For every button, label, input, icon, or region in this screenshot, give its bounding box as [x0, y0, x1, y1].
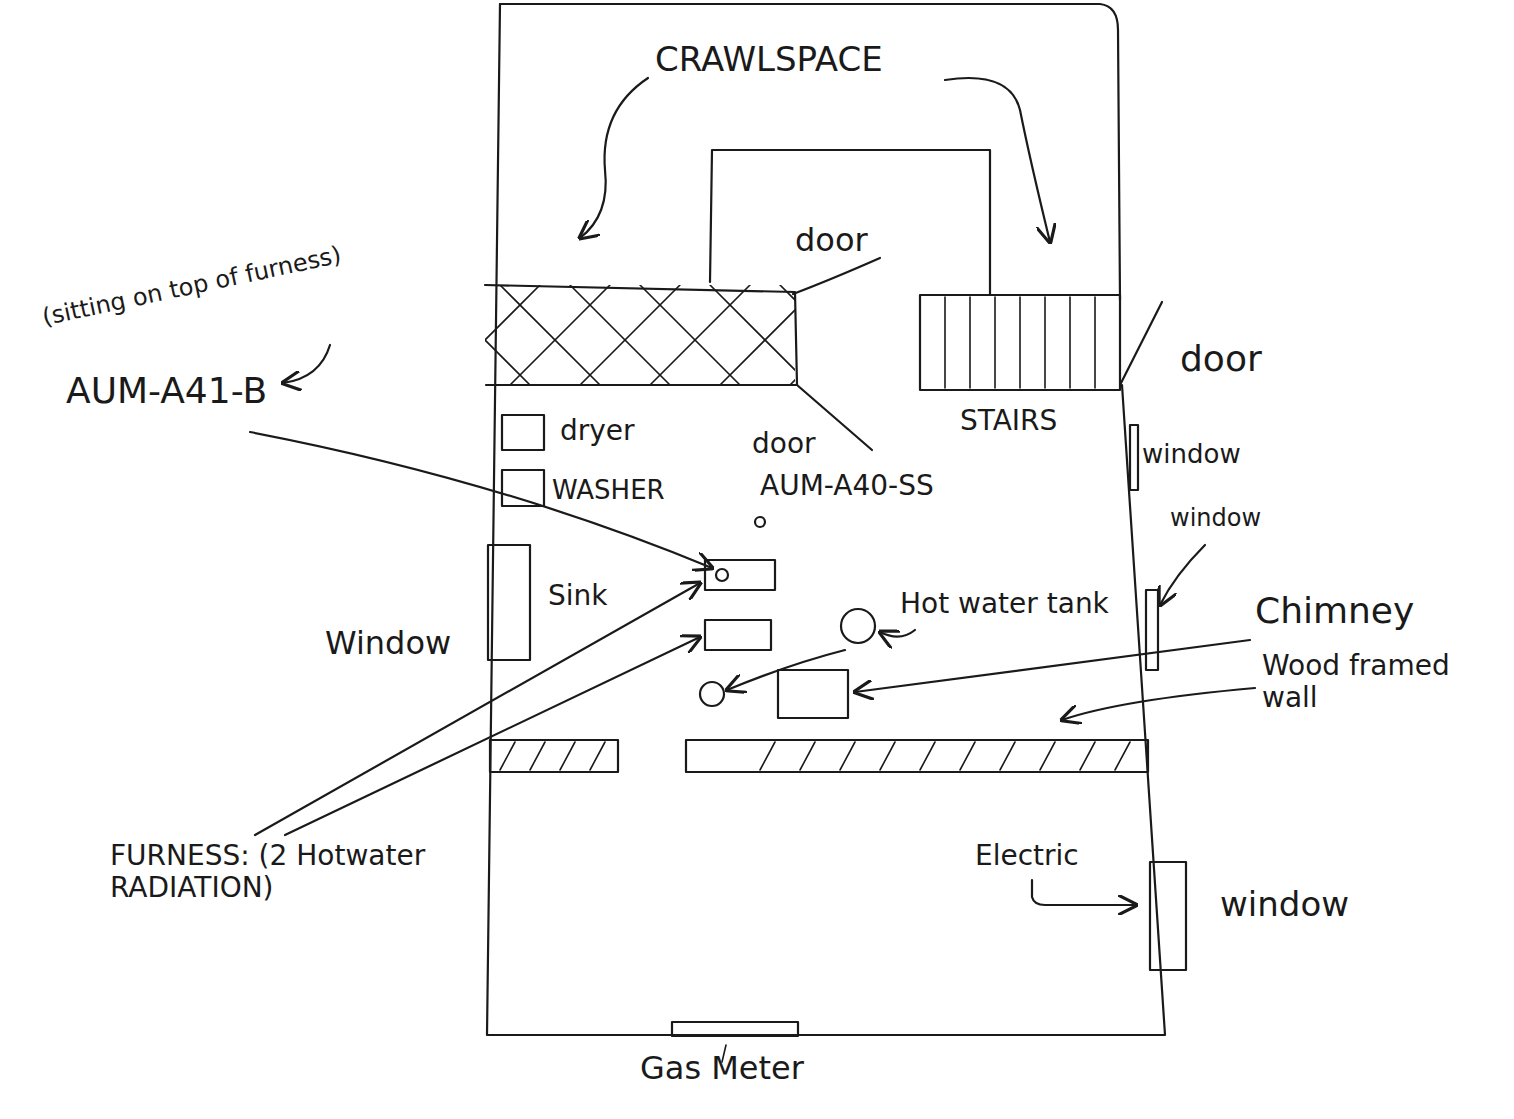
basement-wall	[487, 4, 1165, 1035]
plan-label: window	[1220, 885, 1349, 924]
furnace	[705, 560, 775, 590]
plan-label: Sink	[548, 580, 608, 612]
plan-label: Hot water tank	[900, 588, 1109, 620]
leader-arrow	[945, 78, 1050, 242]
leader-arrow	[285, 637, 700, 835]
leader-arrow	[1032, 880, 1136, 905]
plan-label: door	[752, 428, 816, 460]
plan-label: window	[1170, 505, 1261, 533]
leader-line	[793, 258, 880, 294]
plan-label: window	[1142, 440, 1241, 470]
plan-label: Wood framed wall	[1262, 650, 1482, 714]
window	[1130, 425, 1138, 490]
plan-label: door	[1180, 338, 1262, 379]
window	[1150, 862, 1186, 970]
plan-label: STAIRS	[960, 405, 1057, 437]
wood-framed-wall	[490, 740, 618, 772]
leader-arrow	[1062, 688, 1255, 720]
plan-label: FURNESS: (2 Hotwater RADIATION)	[110, 840, 530, 904]
wall-hatch	[760, 742, 1130, 770]
plan-label: dryer	[560, 415, 635, 447]
plan-label: Chimney	[1255, 590, 1414, 631]
plan-label: Electric	[975, 840, 1079, 872]
dryer	[502, 415, 544, 450]
crawlspace-inner-wall	[710, 150, 990, 295]
hot-water-tank	[841, 609, 875, 643]
tank	[700, 682, 724, 706]
hatched-area	[485, 285, 797, 385]
wall-hatch	[500, 742, 605, 770]
leader-arrow	[1160, 545, 1205, 605]
leader-arrow	[283, 345, 330, 383]
stair-treads	[945, 297, 1095, 388]
leader-arrow	[580, 78, 648, 238]
sensor-point	[755, 517, 765, 527]
wood-framed-wall	[686, 740, 1148, 772]
door-swing	[1120, 302, 1162, 385]
crawlspace-wall	[500, 4, 1120, 300]
window	[1146, 590, 1158, 670]
plan-label: CRAWLSPACE	[655, 40, 883, 79]
plan-label: door	[795, 222, 868, 259]
chimney	[778, 670, 848, 718]
leader-arrow	[255, 583, 700, 835]
gas-meter	[672, 1022, 798, 1036]
sensor-point	[716, 569, 728, 581]
leader-arrow	[250, 432, 712, 568]
crosshatch	[485, 285, 795, 385]
leader-arrow	[855, 640, 1250, 692]
stairs	[920, 295, 1120, 390]
window	[488, 545, 530, 660]
leader-arrow	[727, 650, 845, 690]
plan-label: AUM-A41-B	[66, 370, 267, 411]
plan-label: Gas Meter	[640, 1050, 804, 1087]
plan-label: AUM-A40-SS	[760, 470, 934, 502]
furnace	[705, 620, 771, 650]
plan-label: Window	[325, 625, 451, 662]
plan-label: WASHER	[552, 476, 665, 506]
leader-arrow	[880, 630, 915, 637]
plan-label: (sitting on top of furness)	[40, 242, 344, 332]
